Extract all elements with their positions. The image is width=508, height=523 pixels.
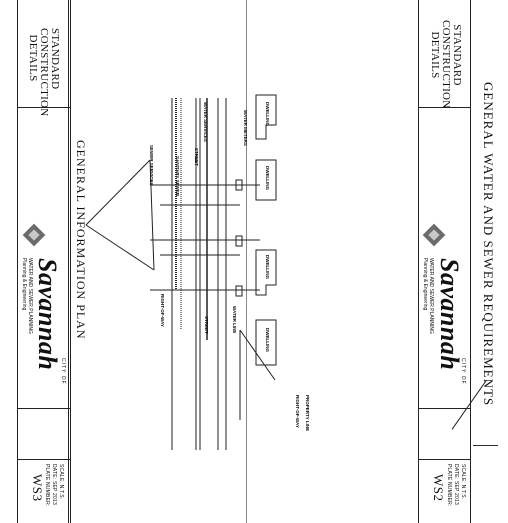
- label-water-meters: WATER METERS: [243, 110, 248, 146]
- right-logo-city-of: CITY OF: [460, 358, 466, 385]
- right-logo-subtitle-1: WATER AND SEWER PLANNING: [428, 258, 434, 334]
- label-sanitary-sewer: SANITARY SEWER: [175, 156, 180, 197]
- right-sheet-number: WS2: [431, 474, 446, 502]
- left-border: [17, 0, 18, 523]
- right-logo-wordmark: Savannah: [435, 258, 464, 371]
- label-dwelling-1: DWELLING: [265, 102, 270, 126]
- main-title: GENERAL WATER AND SEWER REQUIREMENTS: [481, 82, 496, 407]
- right-meta-scale: SCALE: N.T.S.: [460, 464, 466, 500]
- right-meta-date: DATE: SEP 2013: [453, 464, 459, 505]
- title-underline: [473, 445, 498, 446]
- right-block-title: STANDARD CONSTRUCTION DETAILS: [429, 20, 463, 109]
- label-dwelling-2: DWELLING: [265, 166, 270, 190]
- dwelling-1: [255, 94, 277, 140]
- dwelling-4: [255, 319, 277, 366]
- title-strip-divider: [68, 0, 69, 523]
- label-dwelling-3: DWELLING: [265, 255, 270, 279]
- label-property-line: PROPERTY LINE: [305, 395, 310, 432]
- label-water-services: WATER SERVICES: [203, 102, 208, 142]
- right-block-title-divider: [418, 107, 470, 108]
- right-title-strip-divider: [418, 0, 419, 523]
- label-right-of-way-1: RIGHT-OF-WAY: [160, 294, 165, 327]
- title-strip-divider-2: [70, 0, 71, 523]
- right-meta-plate: PLATE NUMBER:: [446, 464, 452, 507]
- right-meta-divider: [418, 459, 470, 460]
- dwelling-2: [255, 159, 277, 201]
- sheet-separator: [246, 0, 247, 523]
- label-street-2: STREET: [204, 316, 209, 334]
- label-sewer-services: SEWER SERVICES: [149, 145, 154, 186]
- meta-divider: [17, 459, 70, 460]
- label-street-1: STREET: [194, 148, 199, 166]
- dwelling-3: [255, 249, 277, 296]
- label-right-of-way-2: RIGHT-OF-WAY: [295, 395, 300, 428]
- right-logo-divider: [418, 408, 470, 409]
- block-title-divider: [17, 107, 70, 108]
- label-dwelling-4: DWELLING: [265, 328, 270, 352]
- right-logo-subtitle-2: Planning & Engineering: [422, 258, 428, 311]
- logo-divider: [17, 408, 70, 409]
- right-title-strip-divider-2: [470, 0, 471, 523]
- label-water-line: WATER LINE: [232, 306, 237, 334]
